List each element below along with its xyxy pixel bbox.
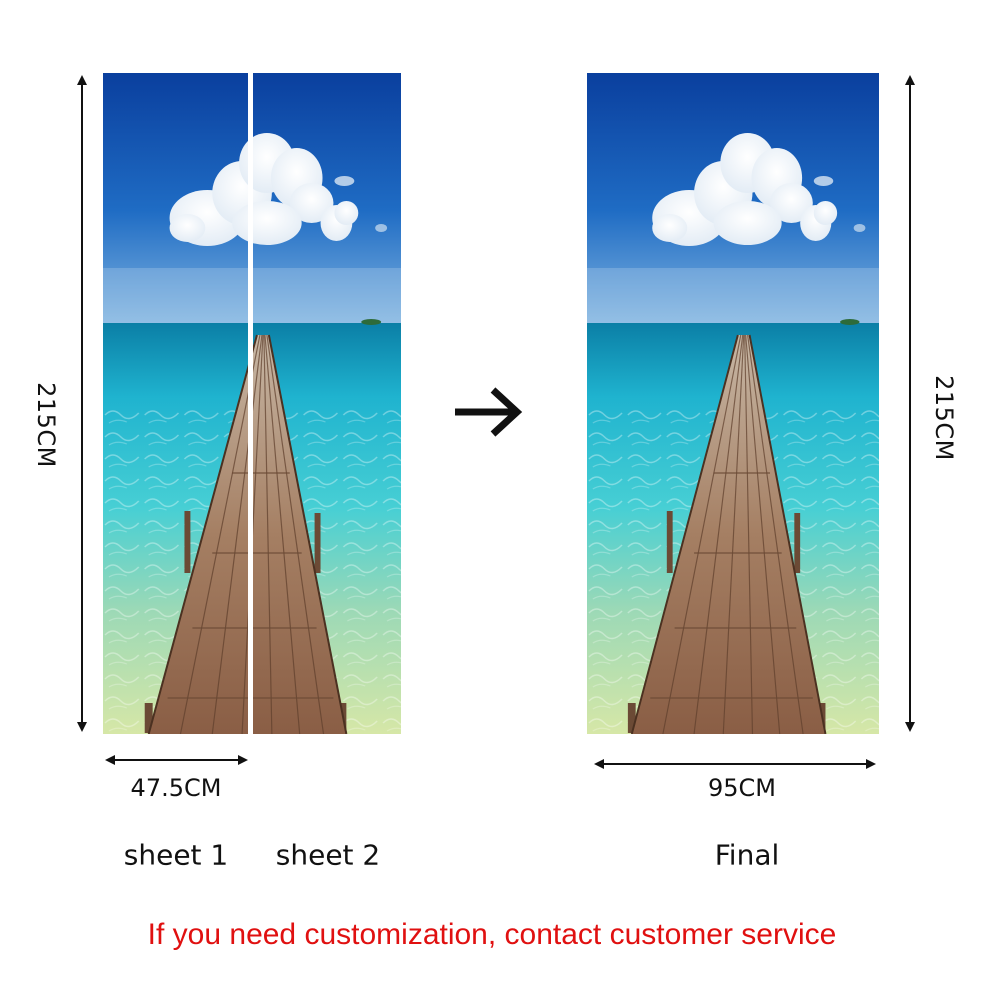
double-arrow-icon — [900, 73, 920, 734]
customization-notice: If you need customization, contact custo… — [147, 918, 837, 951]
final-width-label: 95CM — [707, 774, 777, 802]
sheet-divider-line — [248, 73, 253, 734]
double-arrow-icon — [592, 754, 878, 774]
height-dimension-label: 215CM — [32, 382, 60, 468]
double-arrow-icon — [72, 73, 92, 734]
caption-sheet-1: sheet 1 — [123, 838, 229, 872]
final-door-preview-image — [587, 73, 879, 734]
sheet-width-label: 47.5CM — [130, 774, 222, 802]
arrow-right-icon — [455, 385, 525, 443]
height-dimension-label: 215CM — [930, 375, 958, 461]
caption-sheet-2: sheet 2 — [275, 838, 381, 872]
caption-final: Final — [714, 838, 780, 872]
double-arrow-icon — [103, 750, 250, 770]
